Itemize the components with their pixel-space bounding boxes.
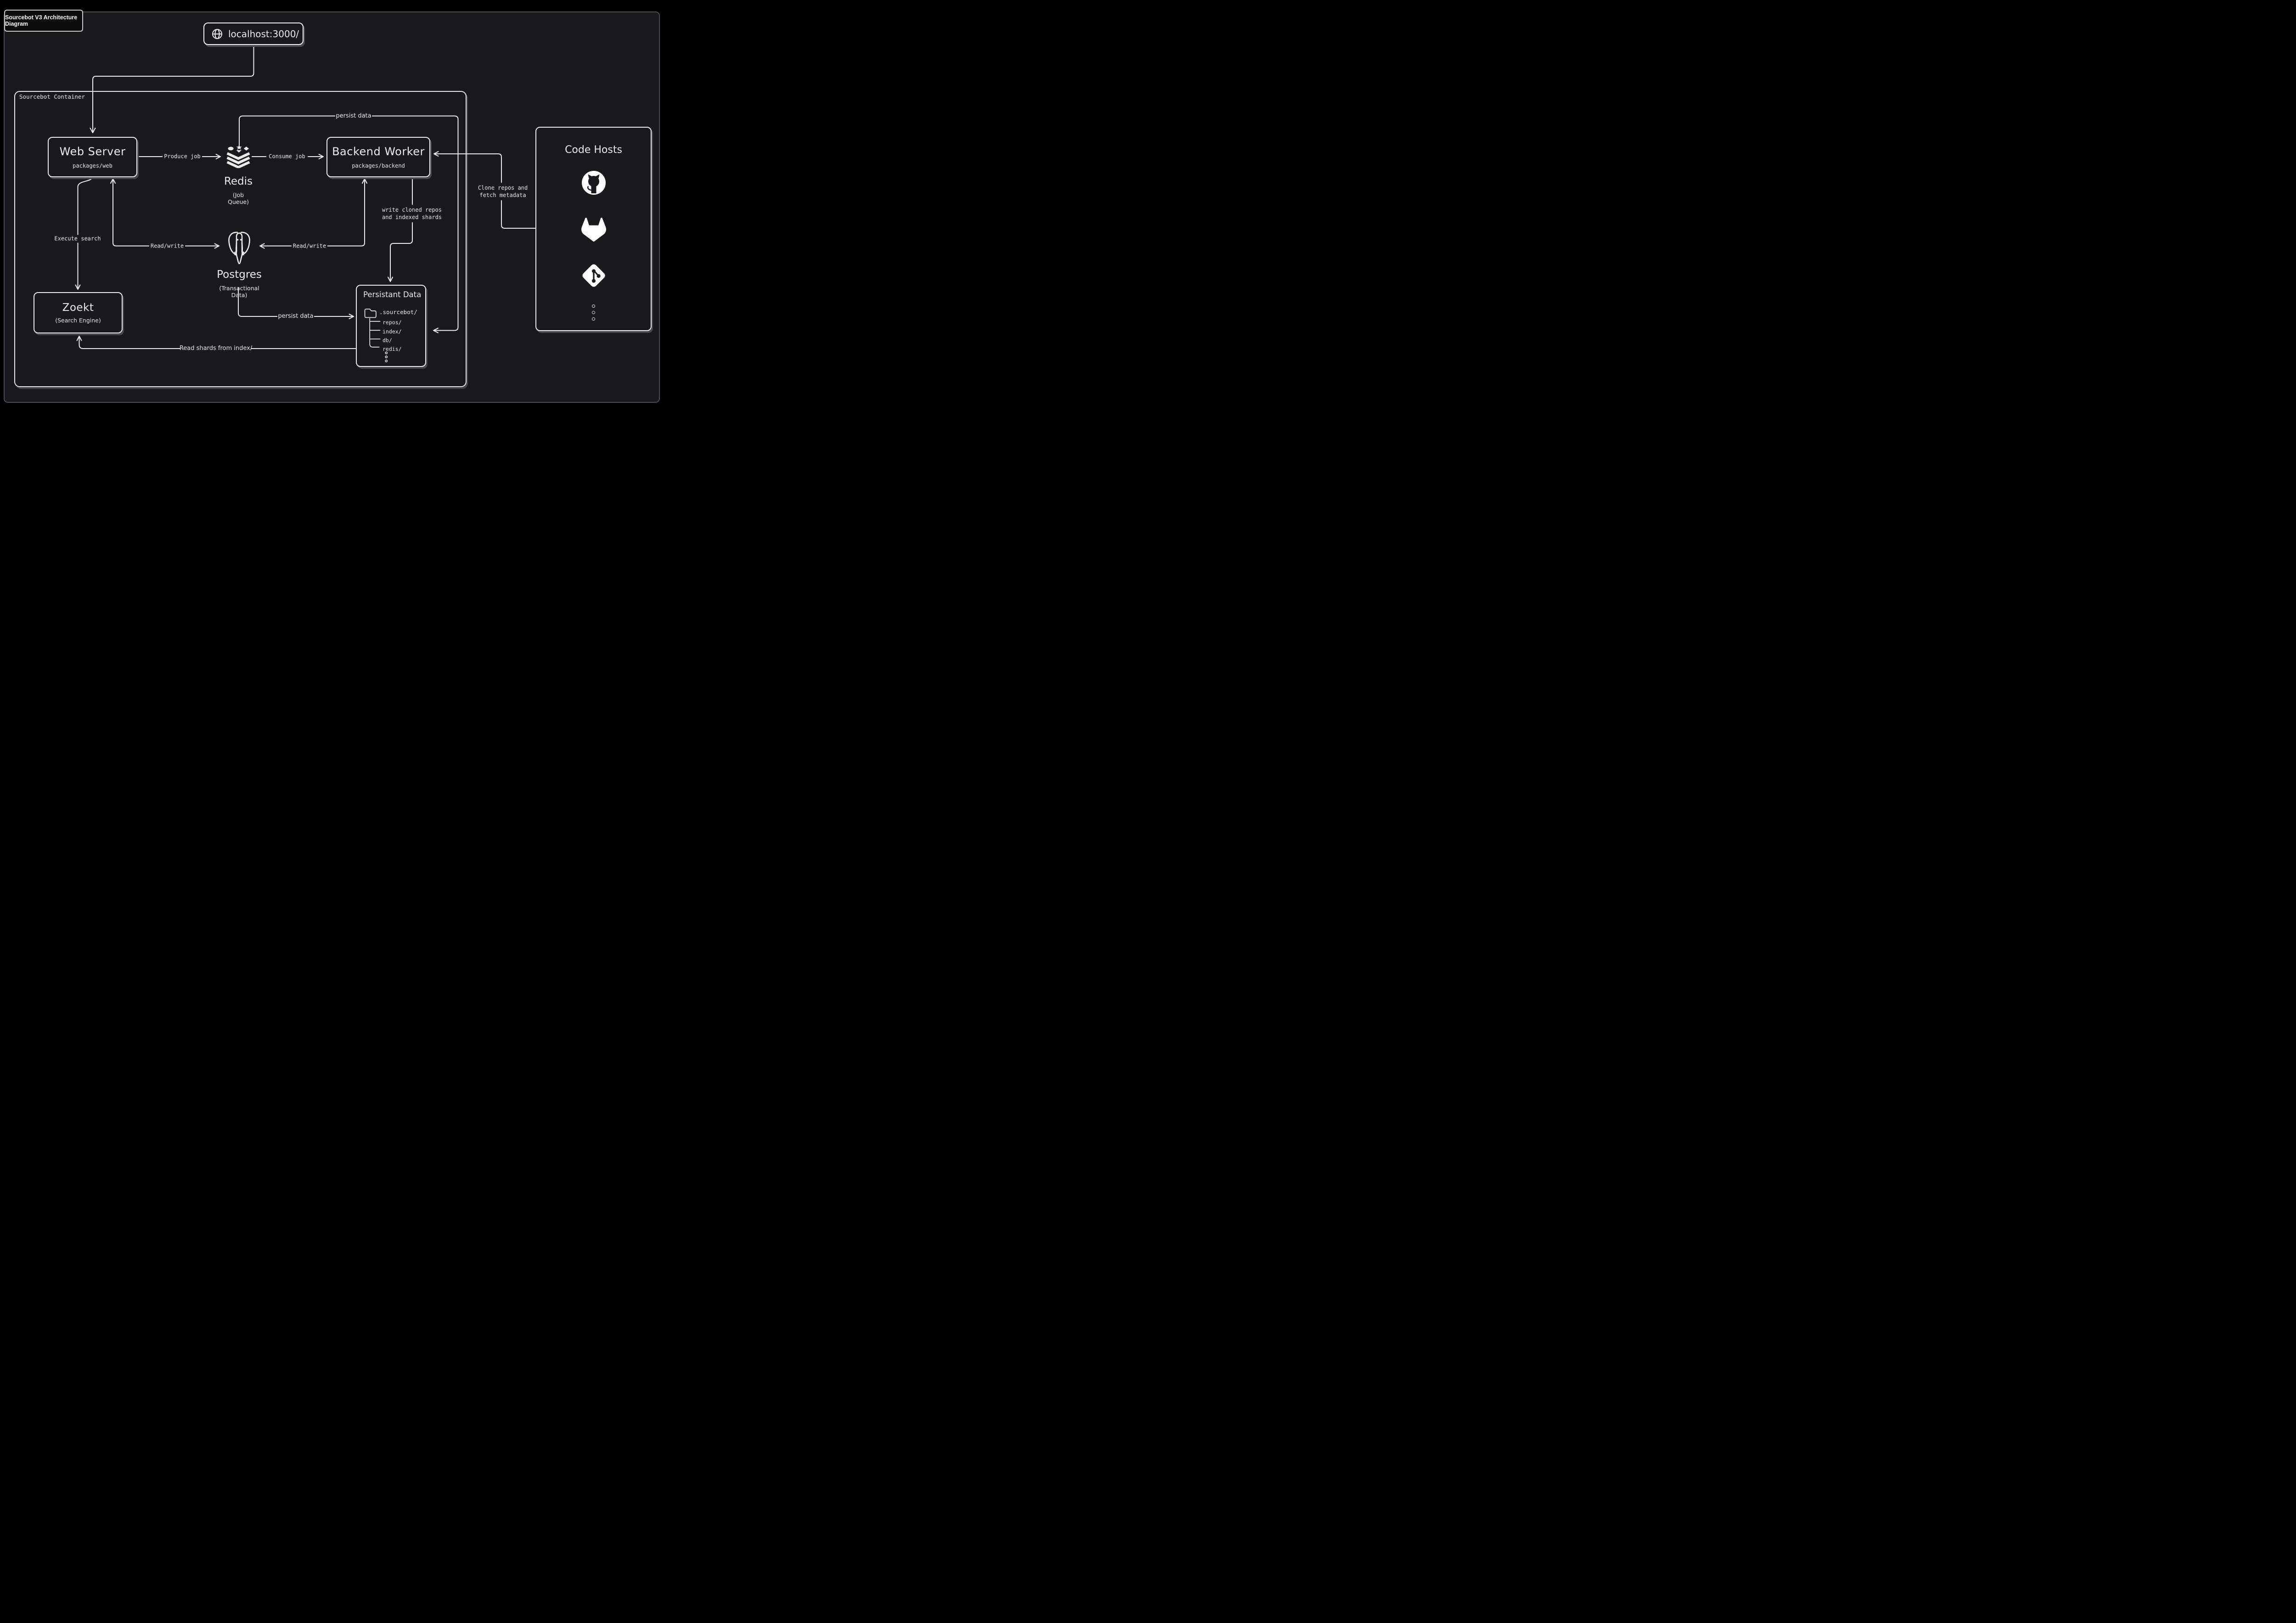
connector-localhost-to-webserver xyxy=(90,45,254,133)
connector-readwrite-webserver-postgres xyxy=(111,179,219,248)
zoekt-title: Zoekt xyxy=(62,302,94,314)
tree-item: repos/ xyxy=(383,319,402,326)
connector-write-cloned xyxy=(388,177,412,282)
tree-item: db/ xyxy=(383,337,392,344)
connector-layer xyxy=(0,0,663,406)
connector-persist-data-bottom xyxy=(238,288,354,319)
zoekt-node: Zoekt (Search Engine) xyxy=(34,292,123,333)
code-hosts-node: Code Hosts xyxy=(535,127,652,331)
backend-worker-title: Backend Worker xyxy=(332,145,425,158)
tree-root: .sourcebot/ xyxy=(379,309,417,316)
tree-item: index/ xyxy=(383,328,402,335)
connector-readwrite-backend-postgres xyxy=(260,179,367,248)
postgres-node: Postgres (Transactional Data) xyxy=(217,231,262,299)
redis-node: Redis (Job Queue) xyxy=(224,144,253,205)
edge-label-read-write-left: Read/write xyxy=(149,242,185,250)
folder-icon xyxy=(364,309,377,318)
postgres-icon xyxy=(228,231,250,265)
localhost-url: localhost:3000/ xyxy=(228,28,299,39)
redis-subtitle: (Job Queue) xyxy=(228,192,249,205)
persistent-data-title: Persistant Data xyxy=(363,290,422,299)
web-server-subtitle: packages/web xyxy=(73,163,113,169)
web-server-title: Web Server xyxy=(59,145,126,158)
redis-icon xyxy=(226,144,250,168)
connector-persist-data-top xyxy=(239,116,458,333)
connector-read-shards xyxy=(77,336,356,349)
zoekt-subtitle: (Search Engine) xyxy=(55,317,101,324)
diagram-stage: Sourcebot V3 Architecture Diagram localh… xyxy=(0,0,663,406)
edge-label-persist-data-top: persist data xyxy=(335,112,372,120)
localhost-node: localhost:3000/ xyxy=(203,23,304,45)
edge-label-execute-search: Execute search xyxy=(53,235,102,243)
ellipsis-icon xyxy=(592,304,595,321)
edge-label-read-write-right: Read/write xyxy=(292,242,327,250)
sourcebot-container-label: Sourcebot Container xyxy=(19,93,85,100)
edge-label-consume-job: Consume job xyxy=(266,152,308,161)
edge-label-produce-job: Produce job xyxy=(163,152,202,161)
edge-label-read-shards: Read shards from index/ xyxy=(179,344,253,353)
postgres-title: Postgres xyxy=(217,269,262,281)
code-hosts-title: Code Hosts xyxy=(565,144,622,156)
gitlab-icon xyxy=(581,218,606,242)
git-icon xyxy=(582,264,605,287)
folder-tree xyxy=(364,309,388,362)
diagram-title-badge: Sourcebot V3 Architecture Diagram xyxy=(4,10,83,32)
backend-worker-subtitle: packages/backend xyxy=(352,163,405,169)
diagram-title: Sourcebot V3 Architecture Diagram xyxy=(5,14,78,27)
tree-item: redis/ xyxy=(383,345,402,352)
backend-worker-node: Backend Worker packages/backend xyxy=(326,137,430,177)
globe-icon xyxy=(212,28,222,39)
edge-label-persist-data-bottom: persist data xyxy=(277,312,314,321)
web-server-node: Web Server packages/web xyxy=(48,137,137,177)
redis-title: Redis xyxy=(224,175,253,187)
github-icon xyxy=(581,171,606,195)
postgres-subtitle: (Transactional Data) xyxy=(219,285,259,299)
persistent-data-node: Persistant Data .sourcebot/ repos/ index… xyxy=(356,285,426,367)
connector-execute-search xyxy=(76,177,92,290)
